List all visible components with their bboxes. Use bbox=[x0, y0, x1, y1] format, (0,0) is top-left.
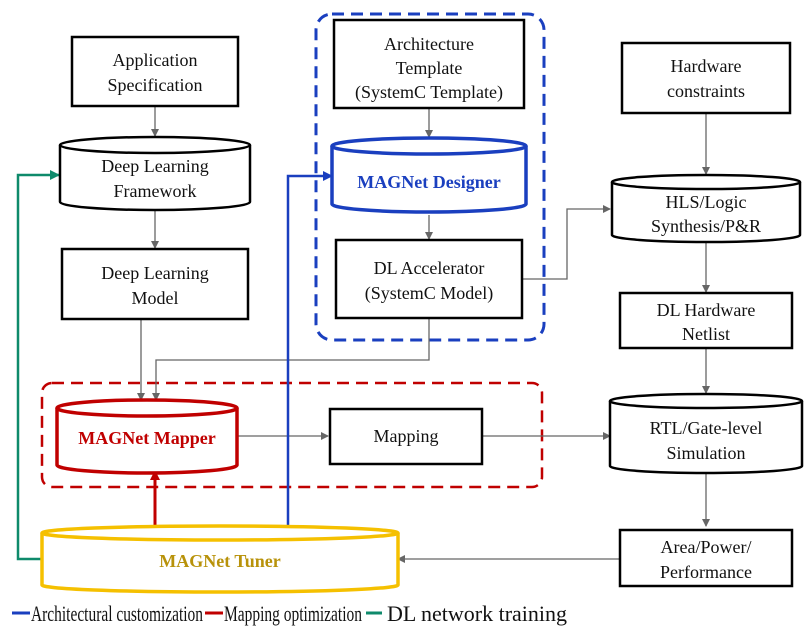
rtl-sim-node bbox=[608, 392, 804, 475]
hw-constraints-node bbox=[620, 41, 792, 115]
edge-accelerator-mapper bbox=[152, 318, 430, 401]
app-spec-label-2: Specification bbox=[108, 75, 203, 95]
magnet-designer-label: MAGNet Designer bbox=[357, 172, 500, 192]
edge-accelerator-hls bbox=[522, 205, 611, 280]
arch-template-label-2: Template bbox=[396, 58, 463, 78]
ppa-node bbox=[618, 528, 794, 588]
mapping-label: Mapping bbox=[374, 426, 439, 446]
dl-model-label-1: Deep Learning bbox=[101, 263, 208, 283]
dl-framework-label-2: Framework bbox=[114, 181, 197, 201]
dl-accelerator-label-1: DL Accelerator bbox=[374, 258, 485, 278]
magnet-tuner-label: MAGNet Tuner bbox=[159, 551, 281, 571]
arch-template-label-1: Architecture bbox=[384, 34, 474, 54]
hw-constraints-label-2: constraints bbox=[667, 81, 745, 101]
dl-accelerator-label-2: (SystemC Model) bbox=[365, 283, 494, 304]
legend-architectural-label: Architectural customization bbox=[31, 601, 203, 626]
netlist-label-1: DL Hardware bbox=[657, 300, 756, 320]
app-spec-node bbox=[70, 35, 240, 108]
dl-accelerator-node bbox=[334, 238, 524, 320]
netlist-label-2: Netlist bbox=[682, 324, 730, 344]
netlist-node bbox=[618, 291, 794, 350]
rtl-sim-label-2: Simulation bbox=[666, 443, 745, 463]
dl-framework-label-1: Deep Learning bbox=[101, 156, 208, 176]
designer-group-box bbox=[314, 12, 546, 342]
training-feedback-line bbox=[16, 170, 60, 561]
magnet-designer-node bbox=[330, 136, 528, 214]
ppa-label-2: Performance bbox=[660, 562, 752, 582]
arch-template-node bbox=[332, 18, 526, 110]
mapper-group-box bbox=[40, 381, 544, 489]
magnet-tuner-node bbox=[40, 524, 400, 594]
rtl-sim-label-1: RTL/Gate-level bbox=[650, 418, 763, 438]
magnet-mapper-node bbox=[55, 398, 239, 475]
magnet-mapper-label: MAGNet Mapper bbox=[78, 428, 215, 448]
mapping-node bbox=[328, 407, 484, 466]
hw-constraints-label-1: Hardware bbox=[671, 56, 742, 76]
hls-node bbox=[610, 173, 802, 244]
app-spec-label-1: Application bbox=[113, 50, 198, 70]
legend: Architectural customization Mapping opti… bbox=[12, 601, 567, 626]
legend-training-label: DL network training bbox=[387, 601, 567, 626]
arch-template-label-3: (SystemC Template) bbox=[355, 82, 503, 103]
hls-label-1: HLS/Logic bbox=[666, 192, 747, 212]
dl-model-node bbox=[60, 247, 250, 321]
dl-model-label-2: Model bbox=[132, 288, 179, 308]
architectural-feedback-line bbox=[286, 171, 333, 529]
dl-framework-node bbox=[58, 135, 252, 212]
hls-label-2: Synthesis/P&R bbox=[651, 216, 761, 236]
ppa-label-1: Area/Power/ bbox=[661, 537, 752, 557]
legend-mapping-label: Mapping optimization bbox=[224, 601, 362, 626]
